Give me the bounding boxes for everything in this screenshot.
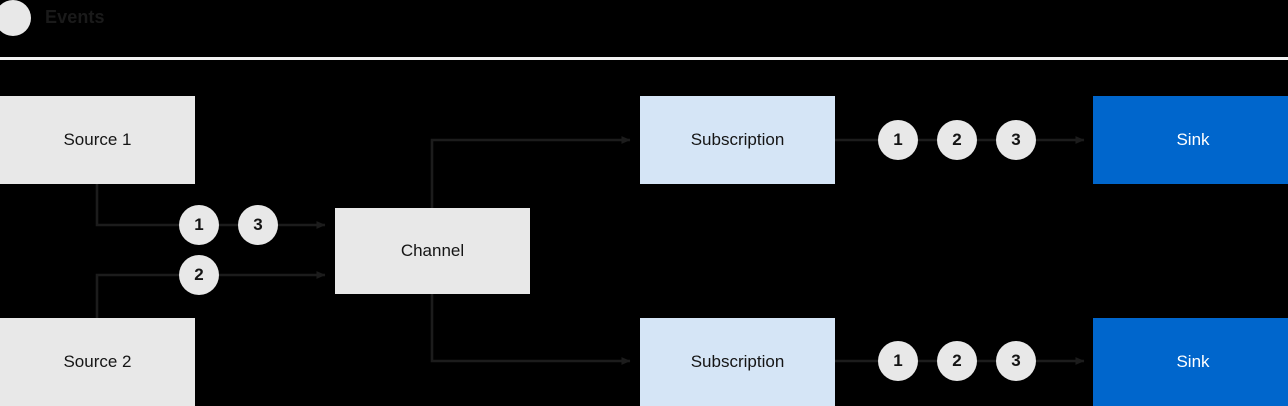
node-sink-bottom[interactable]: Sink	[1093, 318, 1288, 406]
event-token-source1-1: 3	[238, 205, 278, 245]
node-channel[interactable]: Channel	[335, 208, 530, 294]
event-token-subtop-1: 2	[937, 120, 977, 160]
event-token-subbottom-2: 3	[996, 341, 1036, 381]
node-subscription-top[interactable]: Subscription	[640, 96, 835, 184]
event-token-source2-0: 2	[179, 255, 219, 295]
node-subscription-bottom[interactable]: Subscription	[640, 318, 835, 406]
event-token-subtop-2: 3	[996, 120, 1036, 160]
node-source-1[interactable]: Source 1	[0, 96, 195, 184]
event-token-subtop-0: 1	[878, 120, 918, 160]
header-divider	[0, 57, 1288, 60]
node-sink-top[interactable]: Sink	[1093, 96, 1288, 184]
legend: Events	[0, 0, 300, 40]
node-source-2[interactable]: Source 2	[0, 318, 195, 406]
event-token-source1-0: 1	[179, 205, 219, 245]
legend-label: Events	[45, 7, 105, 27]
event-circle-icon	[0, 0, 31, 36]
event-token-subbottom-0: 1	[878, 341, 918, 381]
event-token-subbottom-1: 2	[937, 341, 977, 381]
wire-channel-to-subscription-top	[430, 136, 631, 208]
wire-channel-to-subscription-bottom	[430, 294, 631, 365]
